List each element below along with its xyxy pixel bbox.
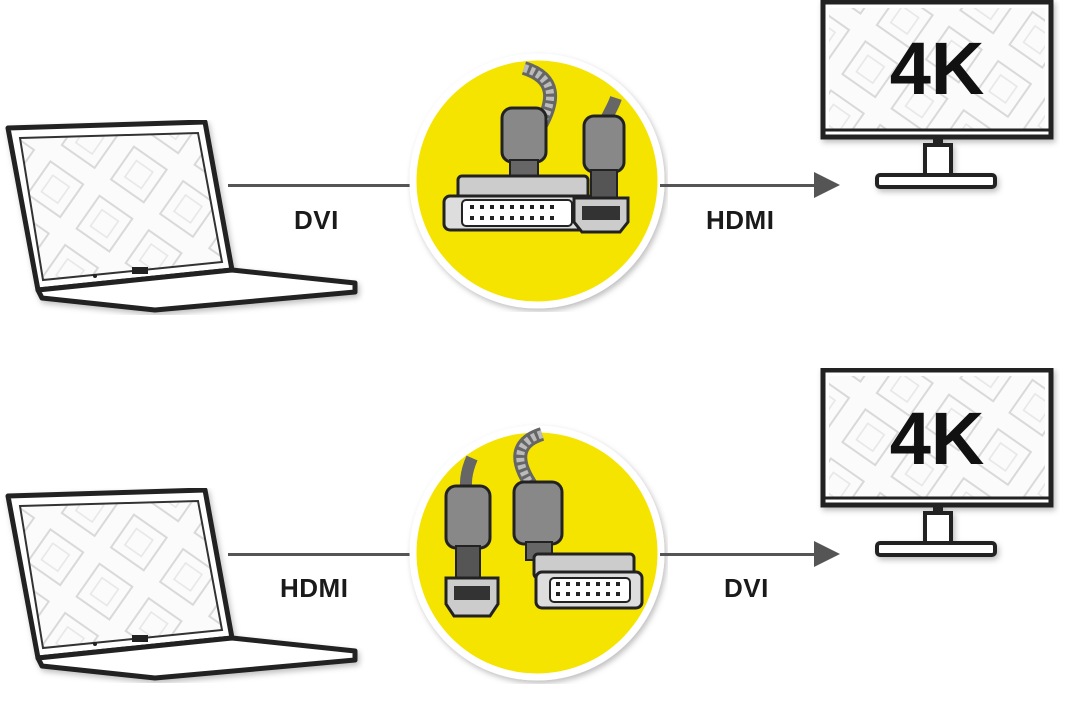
laptop-icon <box>5 488 358 681</box>
connection-row-hdmi-to-dvi: HDMI <box>0 360 1080 690</box>
connection-line-input <box>228 553 420 556</box>
arrow-head-icon <box>814 172 840 198</box>
hdmi-connector-icon <box>444 455 500 618</box>
adapter-circle <box>409 425 665 681</box>
monitor-icon <box>820 368 1054 557</box>
monitor-resolution-label: 4K <box>889 397 985 480</box>
connection-line-output <box>660 553 816 556</box>
connection-row-dvi-to-hdmi: DVI <box>0 0 1080 330</box>
input-label: DVI <box>294 205 339 235</box>
output-label: HDMI <box>706 205 775 235</box>
arrow-head-icon <box>814 541 840 567</box>
dvi-connector-icon <box>512 427 644 610</box>
input-label: HDMI <box>280 573 349 603</box>
connection-line-input <box>228 184 420 187</box>
monitor-icon <box>820 0 1054 189</box>
connection-line-output <box>660 184 816 187</box>
output-label: DVI <box>724 573 769 603</box>
monitor-resolution-label: 4K <box>889 27 985 110</box>
laptop-icon <box>5 120 358 313</box>
adapter-circle <box>409 53 665 309</box>
hdmi-connector-icon <box>572 95 630 234</box>
dvi-connector-icon <box>442 61 596 232</box>
